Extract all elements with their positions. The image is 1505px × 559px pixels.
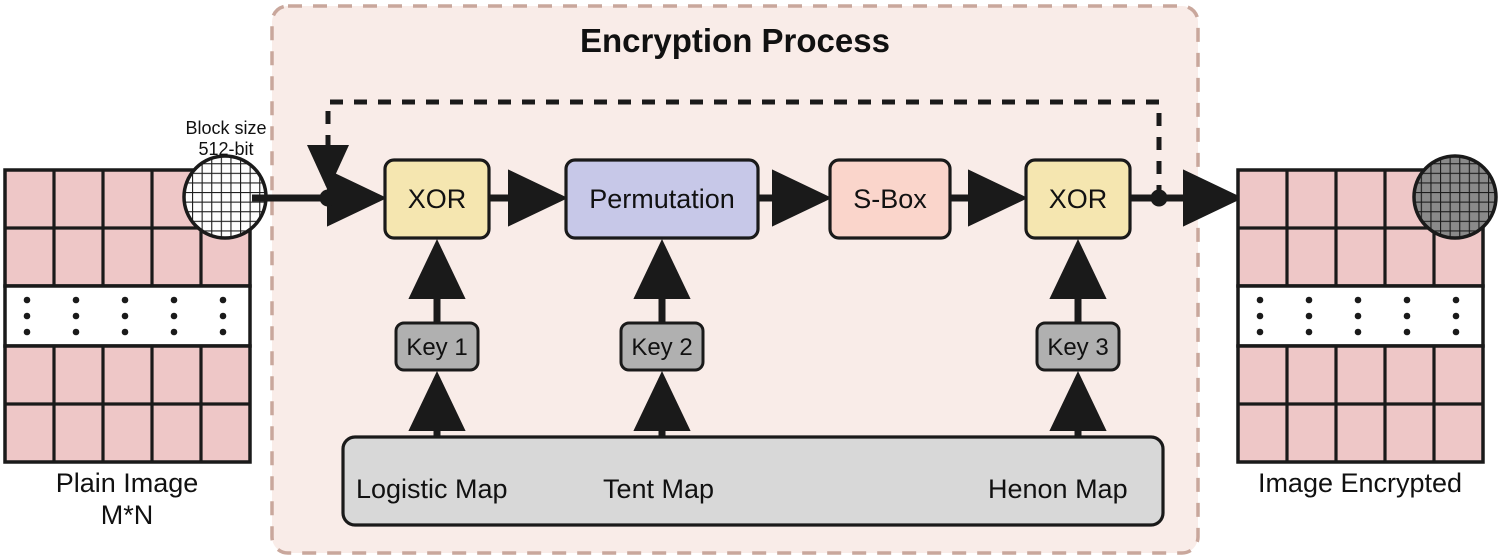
plain-image-dimensions: M*N <box>101 500 154 530</box>
stage-sbox-label: S-Box <box>853 184 927 214</box>
encrypted-image-ellipsis-dots <box>1256 296 1460 336</box>
plain-image-ellipsis-dots <box>23 296 227 336</box>
process-container-border <box>270 4 1200 555</box>
plain-image-group: Block size 512-bit Plain Image <box>3 118 268 464</box>
encrypted-block-magnifier <box>1412 154 1498 240</box>
stage-xor1[interactable]: XOR <box>383 158 491 240</box>
key3-label: Key 3 <box>1047 334 1108 361</box>
encrypted-image-caption: Image Encrypted <box>1258 468 1462 498</box>
map-henon-label: Henon Map <box>988 474 1128 504</box>
stage-xor2-label: XOR <box>1049 184 1108 214</box>
plain-image-caption: Plain Image <box>56 468 199 498</box>
key1-label: Key 1 <box>406 334 467 361</box>
magnifier-circle-icon <box>1412 154 1498 240</box>
key1[interactable]: Key 1 <box>394 321 480 372</box>
stage-permutation[interactable]: Permutation <box>564 158 760 240</box>
map-logistic-label: Logistic Map <box>356 474 508 504</box>
stage-permutation-label: Permutation <box>589 184 735 214</box>
encrypted-image-group <box>1236 154 1498 464</box>
key2[interactable]: Key 2 <box>619 321 705 372</box>
feedback-loop <box>307 99 1162 198</box>
chaotic-map-bar-box[interactable] <box>341 435 1165 527</box>
block-size-label-line2: 512-bit <box>198 139 253 159</box>
stage-xor1-box[interactable] <box>383 158 491 240</box>
stage-xor1-label: XOR <box>408 184 467 214</box>
stage-xor2-box[interactable] <box>1024 158 1132 240</box>
stage-xor2[interactable]: XOR <box>1024 158 1132 240</box>
feedback-path <box>307 99 1162 198</box>
chaotic-map-bar[interactable]: Logistic Map Tent Map Henon Map <box>341 435 1165 527</box>
stage-sbox-box[interactable] <box>828 158 952 240</box>
key3[interactable]: Key 3 <box>1035 321 1121 372</box>
encrypted-block-mesh <box>1414 156 1496 238</box>
encryption-process-container: Encryption Process <box>270 4 1200 555</box>
map-tent-label: Tent Map <box>603 474 714 504</box>
page-title: Encryption Process <box>580 22 890 59</box>
stage-sbox[interactable]: S-Box <box>828 158 952 240</box>
feedback-join-dot <box>319 189 337 207</box>
key1-box[interactable] <box>394 321 480 372</box>
key2-box[interactable] <box>619 321 705 372</box>
block-size-label-line1: Block size <box>185 118 266 138</box>
stage-permutation-box[interactable] <box>564 158 760 240</box>
key3-box[interactable] <box>1035 321 1121 372</box>
key2-label: Key 2 <box>631 334 692 361</box>
